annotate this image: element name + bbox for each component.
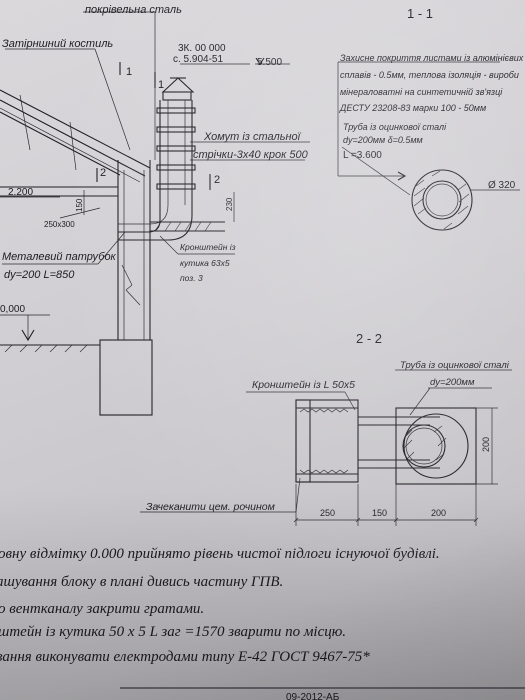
note-1: овну відмітку 0.000 прийнято рівень чист… <box>0 546 440 562</box>
section-mark-2a: 2 <box>100 167 106 179</box>
section-1-diameter: Ø 320 <box>488 180 516 191</box>
code-label: 3К. 00 000 <box>178 43 226 54</box>
pipe-label-2: dу=200 L=850 <box>4 269 75 281</box>
pipe-label-1: Металевий патрубок <box>2 251 117 263</box>
section-2-pipe-cross-section <box>395 407 477 485</box>
section-1-coating-2: сплавів - 0.5мм, теплова ізоляція - виро… <box>340 70 519 80</box>
section-1-coating-4: ДЕСТУ 23208-83 марки 100 - 50мм <box>339 103 486 113</box>
section-1-pipe-cross-section <box>411 169 520 231</box>
level-marks <box>0 57 290 342</box>
dim-230: 230 <box>225 197 234 211</box>
rafter-label: Затірншний костиль <box>2 38 113 50</box>
footer-stamp: 09-2012-АБ <box>286 692 340 700</box>
dim-150: 150 <box>372 508 387 518</box>
level-0000: 0,000 <box>0 304 25 315</box>
section-mark-1a: 1 <box>126 66 132 78</box>
level-2200: 2.200 <box>8 187 33 198</box>
ceiling-slab <box>0 186 225 232</box>
floor-line <box>0 344 100 353</box>
section-mark-2b: 2 <box>214 174 220 186</box>
level-5500: 5.500 <box>257 57 282 68</box>
section-1-coating-3: мінераловатні на синтетичній зв'язці <box>340 87 503 97</box>
bracket-label-3: поз. 3 <box>180 273 203 283</box>
brick-shaft <box>99 160 153 416</box>
section-1-pipe-2: dу=200мм δ=0.5мм <box>343 135 423 145</box>
section-2-bracket-detail <box>295 399 440 483</box>
section-2-seal: Зачеканити цем. рочином <box>146 501 275 513</box>
note-2: ашування блоку в плані дивись частину ГП… <box>0 574 284 590</box>
bracket-label-1: Кронштейн із <box>180 242 236 252</box>
clamp-label-2: стрічки-3x40 крок 500 <box>193 149 309 161</box>
clamp-label-1: Хомут із стальної <box>203 131 302 143</box>
section-1-pipe-1: Труба із оцинкової сталі <box>343 122 447 132</box>
section-1-length: L =3.600 <box>343 150 382 161</box>
section-markers <box>96 62 211 190</box>
roof-structure <box>0 89 151 183</box>
dim-200-bottom: 200 <box>431 508 446 518</box>
dim-250: 250 <box>320 508 335 518</box>
note-5: вання виконувати електродами типу Е-42 Г… <box>0 649 370 665</box>
section-2-bracket: Кронштейн із L 50x5 <box>252 379 355 391</box>
section-2-title: 2 - 2 <box>356 331 382 346</box>
section-2-pipe-2: dу=200мм <box>430 377 475 388</box>
dim-150-left: 150 <box>75 198 84 212</box>
chimney-cap <box>161 77 195 101</box>
bracket-label-2: кутика 63x5 <box>180 258 230 268</box>
clamp-bands <box>156 107 196 190</box>
opening-size: 250x300 <box>44 220 75 229</box>
section-1-title: 1 - 1 <box>407 6 433 21</box>
note-3: о вентканалу закрити гратами. <box>0 601 205 617</box>
level-5904: с. 5.904-51 <box>173 54 223 65</box>
section-2-pipe-1: Труба із оцинкової сталі <box>400 360 510 371</box>
section-mark-1b: 1 <box>158 79 164 91</box>
section-1-coating-1: Захисне покриття листами із алюмінієвих <box>340 53 524 63</box>
note-4: штейн із кутика 50 x 5 L заг =1570 звари… <box>0 624 347 640</box>
roof-steel-label: покрівельна сталь <box>85 4 182 16</box>
dim-200-side: 200 <box>481 437 491 452</box>
section-2-dimensions <box>293 407 498 526</box>
